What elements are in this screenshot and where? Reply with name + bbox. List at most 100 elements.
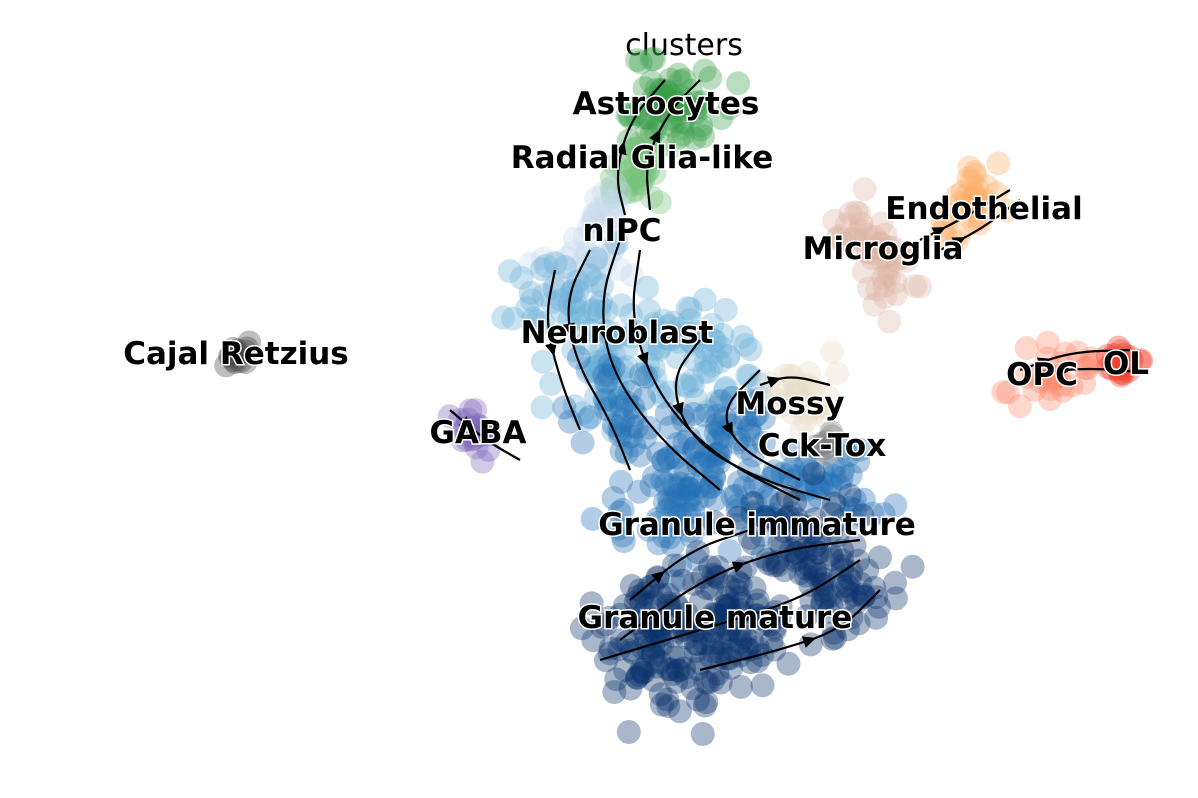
point-radial-glia-like: [626, 164, 651, 189]
point-nipc: [605, 221, 630, 246]
point-neuroblast: [733, 332, 758, 357]
point-granule-immature: [759, 506, 784, 531]
point-astrocytes: [643, 118, 668, 143]
point-astrocytes: [698, 65, 723, 90]
point-cajal-retzius: [218, 344, 243, 369]
point-endothelial: [974, 174, 999, 199]
point-neuroblast: [530, 349, 555, 374]
point-microglia: [844, 200, 869, 225]
point-neuroblast: [635, 275, 660, 300]
point-opc: [1049, 372, 1074, 397]
point-ol: [1127, 349, 1152, 374]
point-granule-mature: [708, 640, 733, 665]
point-granule-immature: [610, 523, 635, 548]
point-granule-immature: [676, 488, 701, 513]
point-ol: [1101, 342, 1126, 367]
point-neuroblast: [529, 257, 554, 282]
point-granule-mature: [623, 590, 648, 615]
point-nipc: [599, 203, 624, 228]
point-microglia: [871, 265, 896, 290]
point-neuroblast: [573, 331, 598, 356]
point-neuroblast: [713, 377, 738, 402]
point-granule-immature: [665, 457, 690, 482]
point-cck-tox: [815, 429, 840, 454]
point-granule-mature: [882, 570, 907, 595]
point-neuroblast: [716, 344, 741, 369]
point-neuroblast: [678, 296, 703, 321]
streamline-arrow-icon: [731, 561, 747, 573]
streamline: [699, 589, 881, 672]
streamline-arrow-icon: [615, 141, 627, 156]
point-opc: [1037, 370, 1062, 395]
point-radial-glia-like: [626, 132, 651, 157]
point-microglia: [853, 227, 878, 252]
point-ol: [1111, 361, 1136, 386]
point-radial-glia-like: [631, 167, 656, 192]
point-nipc: [574, 240, 599, 265]
point-granule-immature: [676, 476, 701, 501]
point-nipc: [580, 208, 605, 233]
point-granule-mature: [697, 555, 722, 580]
point-astrocytes: [649, 77, 674, 102]
point-granule-mature: [785, 546, 810, 571]
point-granule-mature: [664, 592, 689, 617]
point-microglia: [870, 248, 895, 273]
point-radial-glia-like: [641, 140, 666, 165]
point-endothelial: [960, 189, 985, 214]
point-granule-mature: [658, 657, 683, 682]
point-granule-immature: [738, 390, 763, 415]
point-endothelial: [962, 203, 987, 228]
point-astrocytes: [623, 136, 648, 161]
cluster-label: Granule mature: [578, 600, 853, 636]
point-mossy: [782, 384, 807, 409]
point-neuroblast: [578, 318, 603, 343]
point-granule-mature: [769, 491, 794, 516]
point-nipc: [554, 285, 579, 310]
point-gaba: [467, 414, 492, 439]
point-granule-mature: [799, 520, 824, 545]
point-neuroblast: [539, 371, 564, 396]
point-granule-mature: [851, 585, 876, 610]
point-granule-immature: [737, 415, 762, 440]
point-endothelial: [960, 194, 985, 219]
point-granule-mature: [642, 589, 667, 614]
point-granule-mature: [727, 585, 752, 610]
point-microglia: [852, 177, 877, 202]
point-opc: [1028, 369, 1053, 394]
point-granule-mature: [648, 615, 673, 640]
point-nipc: [591, 181, 616, 206]
point-granule-immature: [755, 504, 780, 529]
point-neuroblast: [663, 323, 688, 348]
point-gaba: [450, 428, 475, 453]
point-radial-glia-like: [625, 137, 650, 162]
point-microglia: [869, 211, 894, 236]
point-astrocytes: [617, 102, 642, 127]
point-granule-mature: [629, 658, 654, 683]
point-granule-immature: [831, 435, 856, 460]
point-endothelial: [961, 186, 986, 211]
point-granule-mature: [683, 618, 708, 643]
point-granule-immature: [838, 496, 863, 521]
cluster-label: Granule immature: [598, 507, 916, 543]
point-granule-immature: [732, 475, 757, 500]
point-granule-mature: [724, 578, 749, 603]
point-cck-tox: [815, 441, 840, 466]
point-nipc: [562, 226, 587, 251]
point-granule-mature: [625, 665, 650, 690]
cluster-label: Neuroblast: [521, 315, 714, 351]
point-granule-mature: [683, 639, 708, 664]
point-granule-mature: [625, 665, 650, 690]
point-granule-mature: [613, 658, 638, 683]
point-gaba: [462, 422, 487, 447]
point-neuroblast: [580, 319, 605, 344]
streamline: [619, 538, 861, 641]
point-radial-glia-like: [623, 177, 648, 202]
point-granule-mature: [705, 555, 730, 580]
point-microglia: [908, 274, 933, 299]
streamlines: [449, 79, 1141, 672]
point-granule-immature: [657, 525, 682, 550]
streamline-arrow-icon: [545, 342, 557, 357]
point-granule-mature: [830, 538, 855, 563]
point-neuroblast: [713, 297, 738, 322]
point-granule-immature: [707, 450, 732, 475]
